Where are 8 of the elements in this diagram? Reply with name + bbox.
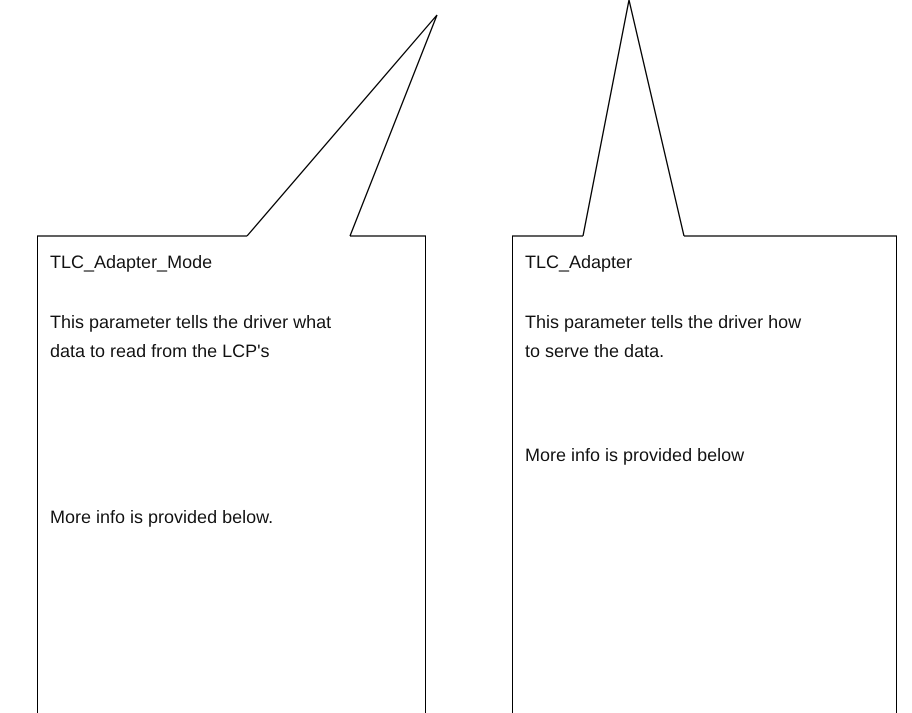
description-text: More info is provided below. [50,506,274,529]
callout-box [512,236,897,713]
callout-box [37,236,426,713]
description-text: This parameter tells the driver how to serve the data. [525,311,802,363]
description-text: More info is provided below [525,444,746,467]
parameter-name: TLC_Adapter_Mode [50,251,214,274]
parameter-name: TLC_Adapter [525,251,634,274]
description-text: This parameter tells the driver what data to read from the LCP's [50,311,332,363]
